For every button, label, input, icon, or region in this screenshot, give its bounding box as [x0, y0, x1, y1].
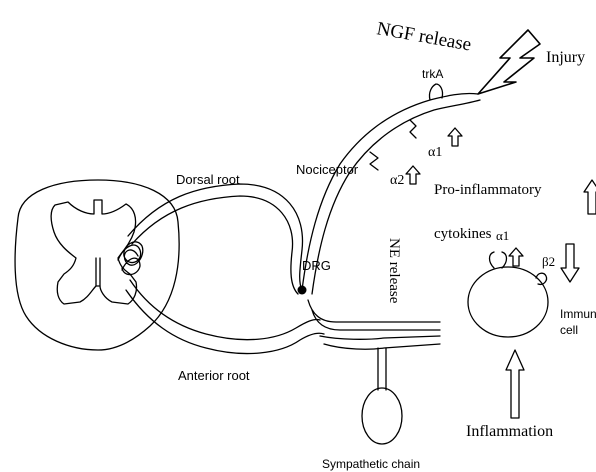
immune-cell — [468, 252, 548, 337]
alpha1-nerve-label: α1 — [428, 145, 442, 160]
anterior-root — [126, 280, 324, 354]
peripheral-nerve — [308, 300, 440, 330]
pro-inflammatory-label: Pro-inflammatory — [434, 182, 542, 198]
anterior-root-label: Anterior root — [178, 368, 250, 383]
ne-release-label: NE release — [386, 238, 402, 304]
inflammation-up-arrow-icon — [506, 350, 524, 418]
beta2-immune-label: β2 — [542, 254, 555, 269]
sympathetic-chain-label: Sympathetic chain — [322, 457, 420, 471]
immune-label: Immune — [560, 307, 596, 321]
cytokines-up-arrow-icon — [584, 180, 596, 214]
cell-label: cell — [560, 323, 578, 337]
drg-label: DRG — [302, 258, 331, 273]
sympathetic-connection — [320, 336, 440, 390]
alpha1-immune-label: α1 — [496, 228, 509, 243]
spinal-cord — [15, 180, 179, 350]
nociceptor-label: Nociceptor — [296, 162, 359, 177]
alpha1-nerve-receptor-icon — [410, 120, 416, 138]
alpha1-up-arrow-icon — [448, 128, 462, 146]
injury-label: Injury — [546, 49, 585, 66]
central-canal — [96, 258, 100, 286]
alpha2-nerve-label: α2 — [390, 173, 404, 188]
cytokines-label: cytokines — [434, 226, 492, 242]
ngf-release-label: NGF release — [375, 18, 473, 55]
alpha1-receptor-immune — [490, 252, 507, 268]
injury-lightning-bolt-icon — [478, 30, 540, 94]
sympathetic-ganglion — [362, 388, 402, 444]
trka-label: trkA — [422, 67, 443, 81]
dorsal-root-label: Dorsal root — [176, 172, 240, 187]
dorsal-horn-tangle — [118, 242, 143, 275]
beta2-down-arrow-icon — [561, 244, 579, 282]
inflammation-label: Inflammation — [466, 423, 553, 440]
dorsal-root — [118, 184, 302, 294]
alpha2-nerve-receptor-icon — [370, 152, 378, 170]
immune-alpha1-up-arrow-icon — [509, 248, 523, 266]
alpha2-up-arrow-icon — [406, 166, 420, 184]
drg-dot — [298, 286, 307, 295]
